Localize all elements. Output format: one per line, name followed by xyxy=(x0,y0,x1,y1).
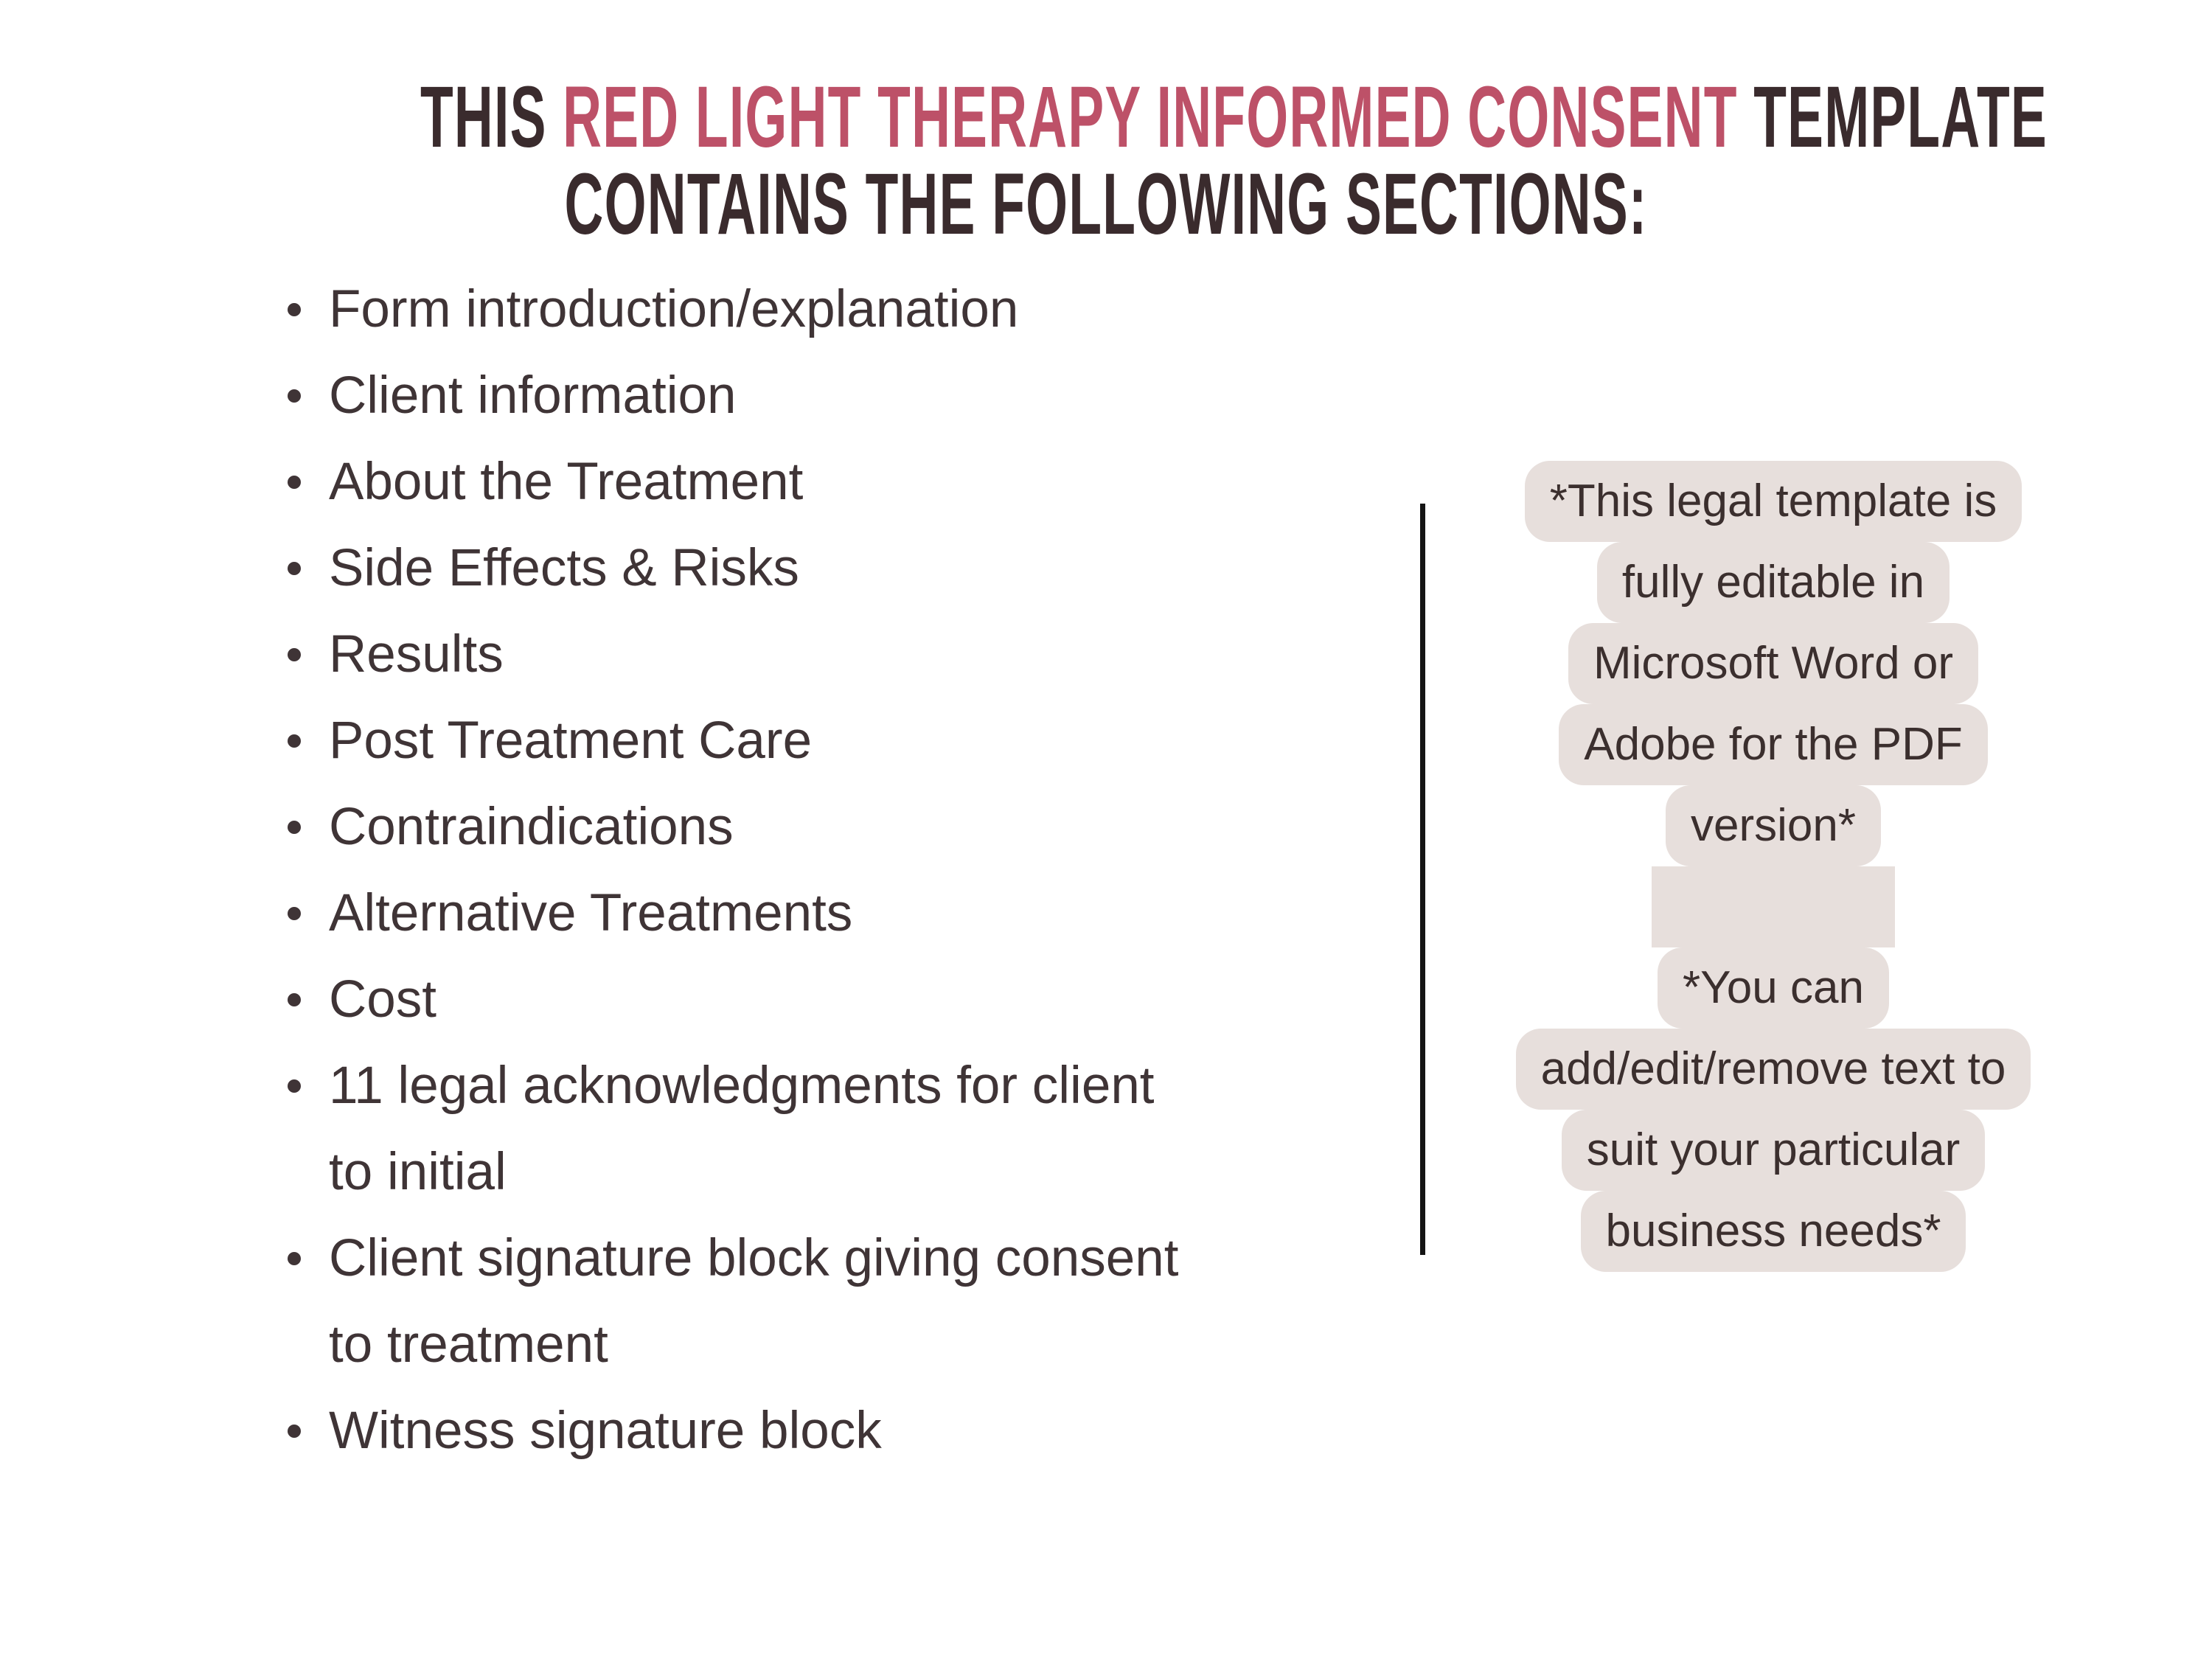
note-line: Microsoft Word or xyxy=(1568,623,1979,704)
list-item-label: Results xyxy=(329,625,504,684)
bullet-icon xyxy=(288,1425,301,1438)
title-line-2: CONTAINS THE FOLLOWING SECTIONS: xyxy=(564,156,1648,253)
list-item: Client signature block giving consent to… xyxy=(288,1215,1206,1388)
list-item-label: Alternative Treatments xyxy=(329,884,853,942)
note-line: *You can xyxy=(1658,947,1889,1029)
bullet-icon xyxy=(288,821,301,834)
list-item: About the Treatment xyxy=(288,439,1206,525)
title-line-1: THIS RED LIGHT THERAPY INFORMED CONSENT … xyxy=(420,74,2047,161)
page-title: THIS RED LIGHT THERAPY INFORMED CONSENT … xyxy=(420,74,2047,253)
note-highlight-gap xyxy=(1652,866,1895,947)
list-item: Witness signature block xyxy=(288,1388,1206,1474)
list-item-label: Post Treatment Care xyxy=(329,712,813,770)
title-highlight: RED LIGHT THERAPY INFORMED CONSENT xyxy=(563,69,1738,166)
bullet-icon xyxy=(288,993,301,1006)
list-item-label: 11 legal acknowledgments for client to i… xyxy=(329,1057,1155,1201)
vertical-divider xyxy=(1420,504,1425,1255)
list-item-label: Form introduction/explanation xyxy=(329,280,1019,338)
list-item: Cost xyxy=(288,956,1206,1043)
note-line: suit your particular xyxy=(1561,1110,1986,1191)
list-item: Post Treatment Care xyxy=(288,698,1206,784)
note-line: *This legal template is xyxy=(1524,461,2023,542)
title-prefix: THIS xyxy=(420,69,563,166)
list-item-label: Cost xyxy=(329,970,437,1029)
list-item-label: Client signature block giving consent to… xyxy=(329,1229,1179,1374)
title-suffix: TEMPLATE xyxy=(1737,69,2048,166)
list-item-label: About the Treatment xyxy=(329,453,804,511)
bullet-icon xyxy=(288,648,301,661)
note-line: version* xyxy=(1666,785,1881,866)
list-item: Results xyxy=(288,611,1206,698)
note-line: add/edit/remove text to xyxy=(1515,1029,2031,1110)
bullet-icon xyxy=(288,562,301,575)
sections-list: Form introduction/explanation Client inf… xyxy=(288,266,1206,1474)
list-item: Contraindications xyxy=(288,784,1206,870)
list-item-label: Contraindications xyxy=(329,798,734,856)
bullet-icon xyxy=(288,303,301,316)
list-item: Side Effects & Risks xyxy=(288,525,1206,611)
list-item: Client information xyxy=(288,352,1206,439)
list-item: Alternative Treatments xyxy=(288,870,1206,956)
bullet-icon xyxy=(288,1079,301,1093)
bullet-icon xyxy=(288,907,301,920)
list-item-label: Client information xyxy=(329,366,737,425)
note-line: fully editable in xyxy=(1596,542,1950,623)
bullet-icon xyxy=(288,734,301,748)
bullet-icon xyxy=(288,389,301,403)
bullet-icon xyxy=(288,476,301,489)
list-item-label: Side Effects & Risks xyxy=(329,539,799,597)
note-line: business needs* xyxy=(1580,1191,1966,1272)
note-line: Adobe for the PDF xyxy=(1559,704,1988,785)
list-item: Form introduction/explanation xyxy=(288,266,1206,352)
list-item-label: Witness signature block xyxy=(329,1402,882,1460)
side-note: *This legal template is fully editable i… xyxy=(1445,461,2101,1272)
bullet-icon xyxy=(288,1252,301,1265)
list-item: 11 legal acknowledgments for client to i… xyxy=(288,1043,1206,1215)
